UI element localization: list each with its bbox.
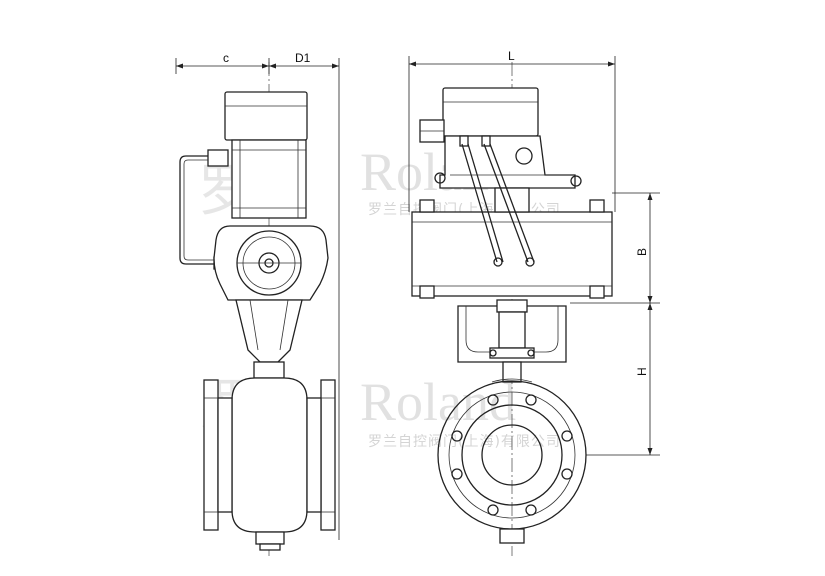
flange-left-neck bbox=[217, 397, 233, 513]
bolt-hole bbox=[561, 468, 573, 480]
dim-label-h: H bbox=[635, 367, 649, 376]
bottom-stub-side bbox=[255, 531, 285, 545]
flange-raised-face bbox=[461, 404, 563, 506]
bracket-neck bbox=[235, 299, 303, 363]
air-fitting-top bbox=[207, 149, 229, 167]
bolt-hole bbox=[451, 468, 463, 480]
flange-right bbox=[320, 379, 336, 531]
bolt-hole bbox=[525, 504, 537, 516]
flange-right-neck bbox=[306, 397, 322, 513]
positioner-box-front bbox=[442, 87, 539, 137]
watermark-logo-bottom: Roland bbox=[360, 372, 516, 432]
watermark-company-bottom: 罗兰自控阀门(上海)有限公司 bbox=[368, 434, 561, 450]
actuator-top-shaft bbox=[494, 187, 530, 213]
air-tube bbox=[179, 155, 214, 265]
actuator-body-side bbox=[231, 139, 307, 219]
bolt-hole bbox=[525, 394, 537, 406]
flange-left bbox=[203, 379, 219, 531]
dim-label-d1: D1 bbox=[295, 51, 311, 65]
dim-label-c: c bbox=[223, 51, 229, 65]
tie-rod-left bbox=[461, 143, 498, 263]
dim-label-b: B bbox=[635, 248, 649, 256]
valve-body-side bbox=[231, 377, 308, 533]
bolt-hole bbox=[487, 394, 499, 406]
bottom-stub-front bbox=[499, 528, 525, 544]
bolt-hole bbox=[451, 430, 463, 442]
bore bbox=[481, 424, 543, 486]
bolt-hole bbox=[561, 430, 573, 442]
indicator-knob bbox=[515, 147, 533, 165]
actuator-cylinder bbox=[411, 211, 613, 297]
bolt-hole bbox=[487, 504, 499, 516]
front-view: L B H bbox=[408, 49, 660, 556]
side-view: c D1 bbox=[175, 51, 340, 556]
stem-neck-front bbox=[502, 361, 522, 383]
positioner-box bbox=[224, 91, 308, 141]
tie-rod-right bbox=[483, 143, 529, 263]
coupling bbox=[498, 311, 526, 349]
stem-bonnet bbox=[253, 361, 285, 379]
dim-label-l: L bbox=[508, 49, 515, 63]
